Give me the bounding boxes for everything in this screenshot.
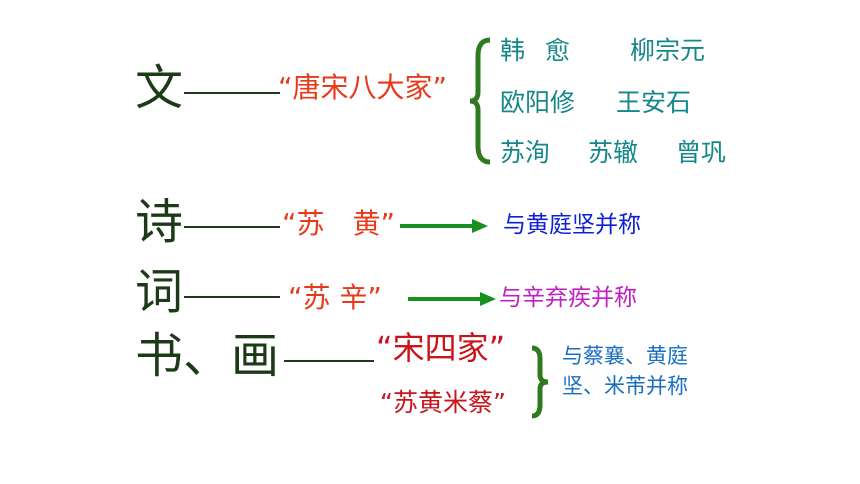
title-su-xin: “苏 辛”	[288, 281, 382, 314]
label-shi: 诗	[135, 194, 184, 250]
author-han: 韩	[500, 36, 526, 65]
title-su-huang: “苏 黄”	[282, 207, 396, 240]
author-su-xun: 苏洵	[500, 138, 551, 167]
connector-dash-wen	[184, 92, 280, 94]
author-yu: 愈	[545, 36, 571, 65]
arrow-right-icon	[400, 219, 488, 233]
note-huang-tingjian: 与黄庭坚并称	[503, 212, 641, 238]
connector-dash-ci	[184, 296, 280, 298]
connector-dash-shuhua	[284, 360, 374, 362]
note-xin-qiji: 与辛弃疾并称	[499, 285, 637, 311]
label-shu-hua: 书、画	[135, 328, 280, 384]
connector-dash-shi	[184, 226, 280, 228]
title-song-si-jia: “宋四家”	[376, 329, 506, 367]
author-ouyang-xiu: 欧阳修	[500, 88, 576, 117]
right-brace-icon	[531, 345, 549, 419]
title-tang-song-ba-da-jia: “唐宋八大家”	[278, 71, 448, 104]
note-cai-xiang-line1: 与蔡襄、黄庭	[562, 344, 688, 368]
left-brace-icon	[469, 37, 491, 165]
author-wang-anshi: 王安石	[616, 88, 692, 117]
label-ci: 词	[135, 264, 184, 320]
note-cai-xiang-line2: 坚、米芾并称	[562, 374, 688, 398]
label-wen: 文	[135, 60, 184, 116]
arrow-right-icon	[408, 292, 496, 306]
author-zeng-gong: 曾巩	[676, 138, 727, 167]
author-su-zhe: 苏辙	[588, 138, 639, 167]
title-su-huang-mi-cai: “苏黄米蔡”	[380, 388, 506, 417]
author-liu-zongyuan: 柳宗元	[630, 36, 706, 65]
